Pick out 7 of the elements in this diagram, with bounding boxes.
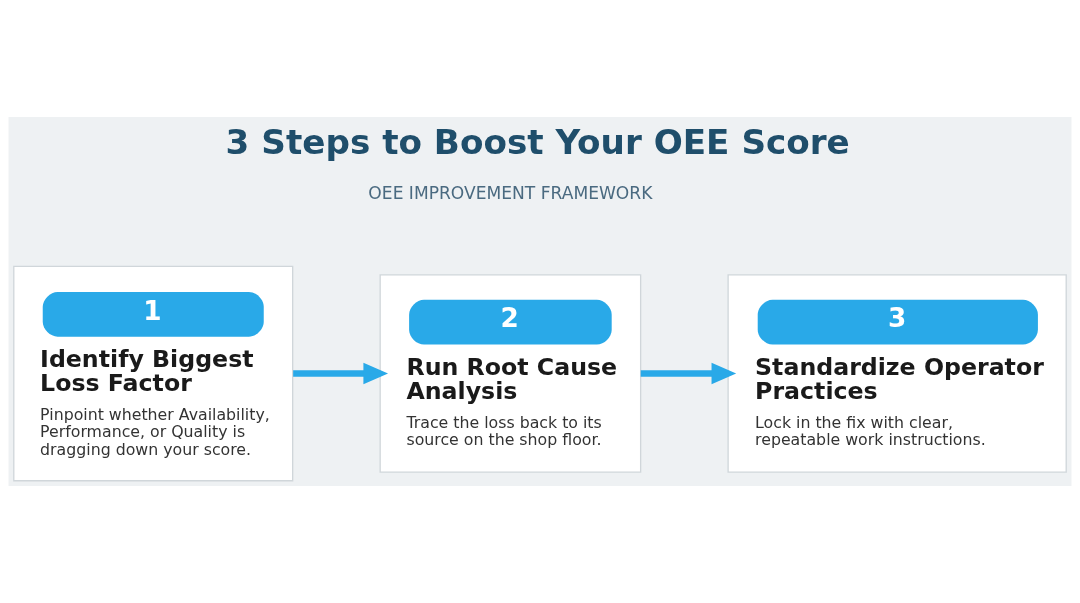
node-box: 3 Standardize Operator Practices Lock in the fix with clear, repeatable work instructions. — [727, 274, 1067, 473]
arrow — [293, 362, 389, 385]
node-box: 1 Identify Biggest Loss Factor Pinpoint whether Availability, Performance, or Quality is dragging down your score. — [13, 265, 294, 482]
diagram-title: 3 Steps to Boost Your OEE Score — [225, 121, 850, 162]
node-box: 2 Run Root Cause Analysis Trace the loss back to its source on the shop floor. — [379, 274, 642, 473]
label: OEE IMPROVEMENT FRAMEWORK — [368, 183, 653, 204]
arrow — [640, 362, 737, 385]
